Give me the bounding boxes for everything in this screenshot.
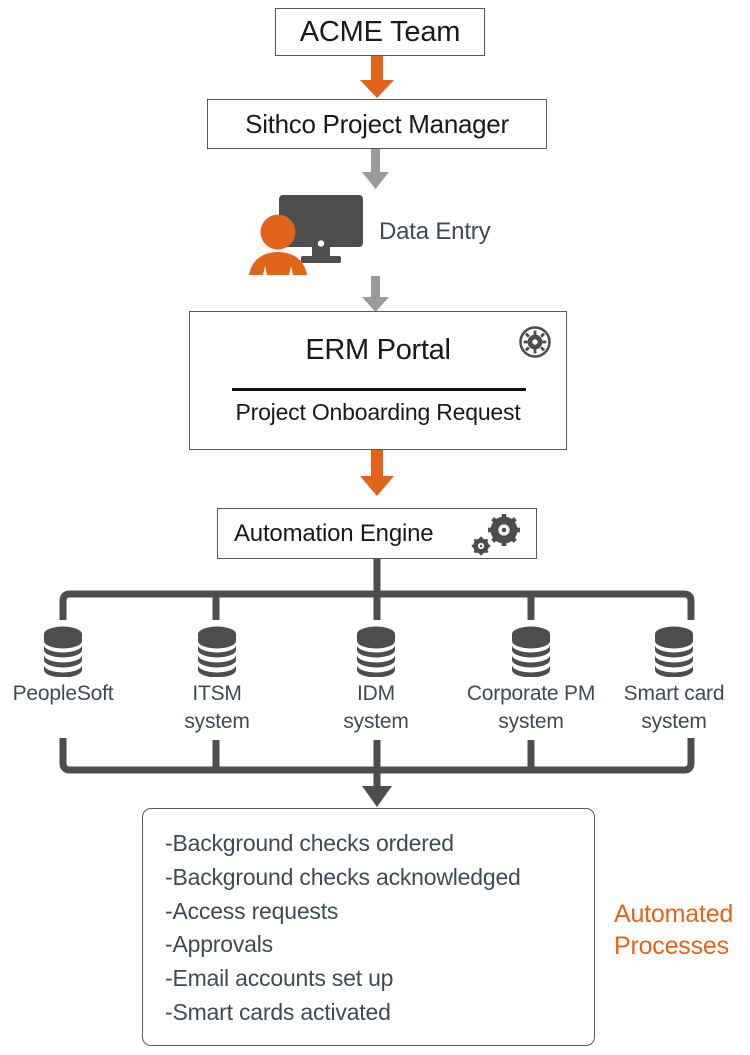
- system-name-line2: system: [343, 709, 409, 733]
- node-acme-team[interactable]: ACME Team: [275, 8, 485, 56]
- system-name-line2: system: [184, 709, 250, 733]
- gear-in-circle-icon: [519, 326, 551, 358]
- bracket-automation-to-systems: [59, 559, 695, 620]
- system-label-smart-card: Smart card system: [594, 680, 750, 735]
- database-icon[interactable]: [353, 625, 399, 677]
- node-sithco-project-manager[interactable]: Sithco Project Manager: [207, 99, 547, 149]
- erm-portal-subtitle: Project Onboarding Request: [235, 399, 521, 425]
- erm-portal-content: ERM Portal Project Onboarding Request: [190, 312, 566, 449]
- acme-team-label: ACME Team: [299, 15, 461, 48]
- database-icon[interactable]: [508, 625, 554, 677]
- node-automation-engine[interactable]: Automation Engine: [217, 508, 537, 559]
- automated-processes-line1: Automated: [614, 900, 734, 928]
- automated-processes-line2: Processes: [614, 932, 729, 960]
- system-name: Corporate PM: [466, 682, 596, 705]
- system-name: Smart card: [623, 682, 725, 705]
- result-item: -Access requests: [165, 897, 339, 924]
- bracket-systems-to-results: [59, 738, 695, 807]
- arrow-user-to-erm: [362, 276, 389, 312]
- arrow-sithco-to-user: [362, 149, 389, 189]
- result-item: -Email accounts set up: [165, 965, 394, 992]
- system-label-peoplesoft: PeopleSoft: [0, 680, 143, 708]
- arrow-erm-to-automation: [360, 450, 394, 496]
- arrow-acme-to-sithco: [360, 56, 394, 98]
- result-item: -Smart cards activated: [165, 998, 391, 1025]
- database-icon[interactable]: [651, 625, 697, 677]
- database-icon[interactable]: [194, 625, 240, 677]
- data-entry-label: Data Entry: [379, 218, 491, 245]
- result-item: -Background checks ordered: [165, 830, 454, 856]
- node-automated-results[interactable]: -Background checks ordered -Background c…: [142, 808, 595, 1046]
- system-label-idm: IDM system: [296, 680, 456, 735]
- user-at-computer-icon: [249, 195, 363, 275]
- automation-engine-label: Automation Engine: [234, 520, 434, 547]
- erm-portal-divider: [232, 388, 526, 391]
- result-item: -Background checks acknowledged: [165, 863, 521, 890]
- double-gear-icon: [471, 514, 520, 556]
- sithco-project-manager-label: Sithco Project Manager: [245, 108, 509, 139]
- system-label-corporate-pm: Corporate PM system: [451, 680, 611, 735]
- system-label-itsm: ITSM system: [137, 680, 297, 735]
- system-name-line2: system: [498, 709, 564, 733]
- system-name: IDM: [357, 682, 395, 705]
- automation-engine-content: Automation Engine: [218, 509, 536, 558]
- erm-portal-title: ERM Portal: [305, 334, 451, 366]
- automated-processes-label: Automated Processes: [614, 898, 733, 962]
- database-icon[interactable]: [40, 625, 86, 677]
- result-item: -Approvals: [165, 931, 273, 958]
- system-name: ITSM: [192, 682, 242, 705]
- node-erm-portal[interactable]: ERM Portal Project Onboarding Request: [189, 311, 567, 450]
- system-name: PeopleSoft: [12, 682, 114, 705]
- system-name-line2: system: [641, 709, 707, 733]
- person-icon: [249, 214, 307, 275]
- monitor-icon: [279, 195, 363, 263]
